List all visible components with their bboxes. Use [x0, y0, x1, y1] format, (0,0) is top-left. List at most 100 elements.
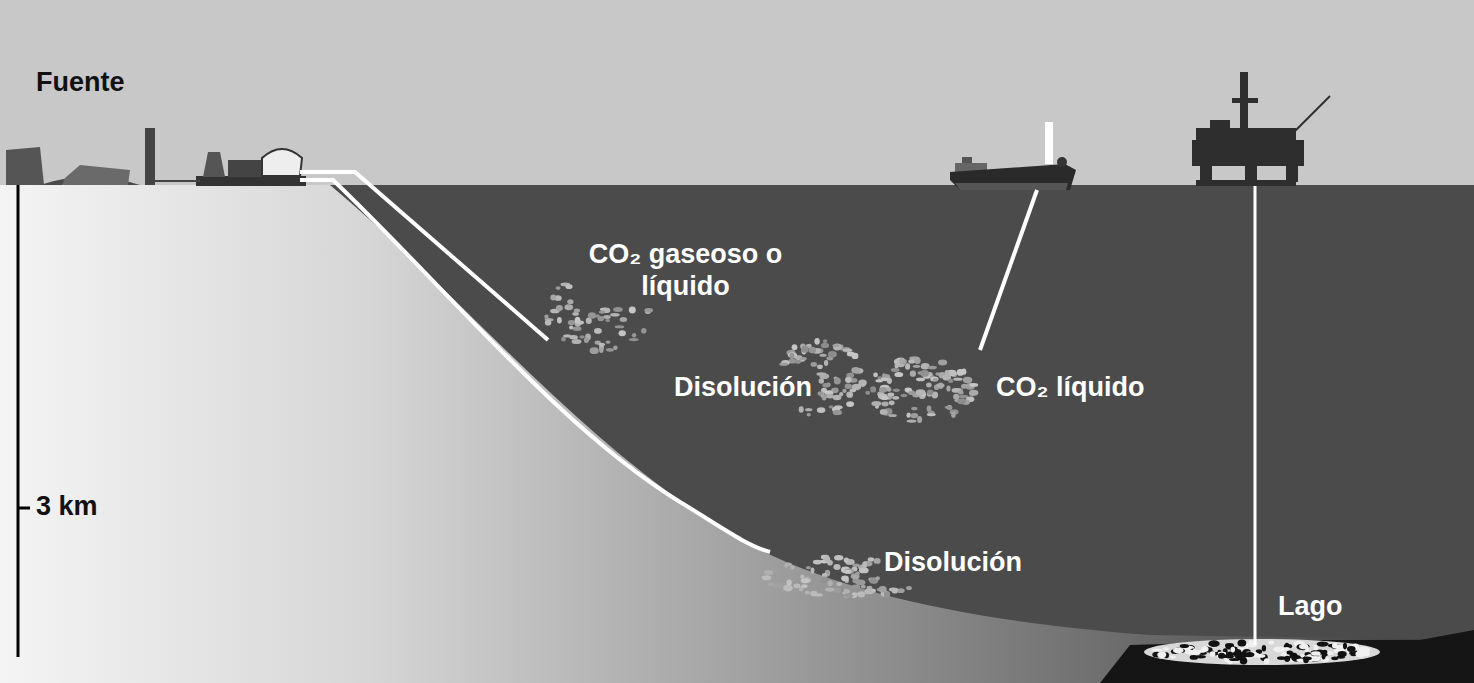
- droplet: [852, 592, 858, 596]
- droplet: [1180, 644, 1189, 648]
- droplet: [879, 586, 887, 592]
- droplet: [808, 347, 816, 354]
- droplet: [845, 377, 852, 383]
- droplet: [1317, 641, 1329, 646]
- droplet: [768, 583, 775, 586]
- droplet: [569, 326, 573, 330]
- droplet: [1299, 644, 1308, 650]
- droplet: [858, 379, 866, 386]
- droplet: [598, 316, 605, 321]
- droplet: [834, 555, 843, 560]
- droplet: [818, 391, 824, 395]
- droplet: [893, 389, 900, 392]
- droplet: [864, 589, 873, 595]
- droplet: [806, 566, 811, 569]
- droplet: [822, 383, 829, 388]
- droplet: [1234, 651, 1241, 658]
- droplet: [584, 337, 589, 343]
- droplet: [926, 382, 932, 387]
- liquid-co2-label: CO₂ líquido: [996, 371, 1144, 403]
- droplet: [792, 344, 798, 350]
- droplet: [846, 401, 854, 407]
- droplet: [916, 389, 926, 395]
- droplet: [817, 407, 826, 413]
- droplet: [789, 353, 794, 360]
- droplet: [917, 416, 922, 423]
- droplet: [1244, 652, 1254, 657]
- droplet: [1303, 657, 1312, 661]
- droplet: [774, 583, 783, 588]
- droplet: [859, 568, 869, 574]
- droplet: [936, 383, 944, 387]
- droplet: [1240, 658, 1248, 665]
- droplet: [906, 586, 912, 590]
- droplet: [906, 413, 910, 418]
- droplet: [629, 338, 639, 341]
- sea: [0, 185, 1474, 683]
- droplet: [833, 410, 842, 415]
- droplet: [880, 409, 888, 415]
- droplet: [833, 564, 840, 570]
- scale-tick: [18, 507, 30, 510]
- droplet: [557, 317, 562, 324]
- droplet: [606, 340, 611, 343]
- depth-label: 3 km: [36, 490, 98, 522]
- droplet: [842, 389, 846, 393]
- droplet: [783, 585, 793, 592]
- droplet: [795, 360, 801, 364]
- droplet: [610, 313, 620, 317]
- droplet: [878, 394, 888, 400]
- droplet: [895, 364, 899, 368]
- droplet: [850, 389, 857, 393]
- droplet: [588, 312, 596, 319]
- droplet: [930, 376, 938, 381]
- droplet: [907, 419, 917, 422]
- droplet: [1163, 647, 1169, 651]
- droplet: [1231, 647, 1236, 653]
- droplet: [851, 367, 859, 373]
- droplet: [938, 359, 947, 365]
- droplet: [632, 333, 636, 338]
- droplet: [881, 396, 889, 400]
- droplet: [852, 563, 860, 567]
- power-plant: [6, 128, 306, 186]
- droplet: [1262, 645, 1266, 652]
- droplet: [556, 305, 563, 311]
- droplet: [953, 394, 959, 400]
- droplet: [544, 315, 548, 320]
- droplet: [844, 569, 854, 574]
- droplet: [545, 320, 552, 326]
- droplet: [836, 582, 842, 586]
- droplet: [884, 591, 890, 597]
- droplet: [833, 344, 842, 351]
- droplet: [808, 344, 812, 347]
- droplet: [1208, 640, 1219, 647]
- sky: [0, 0, 1474, 185]
- droplet: [815, 576, 822, 581]
- droplet: [825, 588, 835, 592]
- droplet: [790, 565, 794, 569]
- droplet: [603, 315, 611, 319]
- droplet: [963, 377, 972, 384]
- droplet: [825, 556, 831, 562]
- droplet: [961, 369, 966, 375]
- droplet: [605, 319, 610, 322]
- droplet: [811, 362, 817, 367]
- droplet: [561, 336, 566, 341]
- droplet: [1338, 651, 1347, 657]
- droplet: [1193, 649, 1197, 652]
- droplet: [810, 591, 817, 597]
- droplet: [928, 410, 935, 416]
- droplet: [799, 406, 804, 412]
- droplet: [576, 321, 584, 325]
- droplet: [833, 395, 842, 401]
- droplet: [870, 386, 876, 392]
- droplet: [874, 558, 881, 564]
- droplet: [599, 347, 603, 353]
- oil-platform: [1192, 72, 1330, 186]
- droplet: [1311, 651, 1321, 656]
- droplet: [901, 394, 908, 397]
- droplet: [801, 346, 808, 353]
- droplet: [1190, 655, 1199, 660]
- droplet: [579, 335, 584, 338]
